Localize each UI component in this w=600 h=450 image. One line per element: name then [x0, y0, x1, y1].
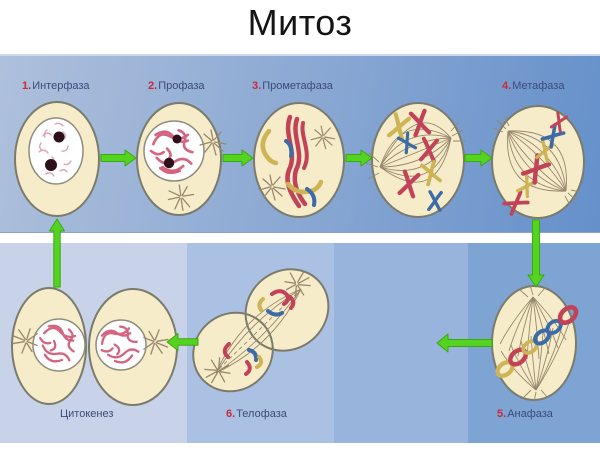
nucleolus — [163, 157, 175, 169]
nucleolus — [53, 131, 65, 143]
arrow-anaphase-to-telophase — [436, 333, 493, 353]
arrow-cytokinesis-to-interphase — [49, 218, 65, 288]
slide-title: Митоз — [247, 2, 353, 43]
nucleolus — [45, 159, 57, 171]
arrow-telophase-to-cytokinesis — [166, 333, 199, 351]
stage-label-telophase: 6.Телофаза — [226, 408, 287, 420]
nucleus — [28, 117, 84, 185]
chromatin-strands — [38, 122, 72, 177]
metaphase-cell-illustration — [491, 105, 585, 219]
cycle-arrows — [49, 149, 545, 353]
stage-label-prometaphase: 3.Прометафаза — [252, 80, 333, 92]
spindle-fibers — [499, 284, 572, 403]
arrow-metaphase-to-anaphase — [527, 219, 545, 288]
stage-label-prophase: 2.Профаза — [148, 80, 205, 92]
stage-label-cytokinesis: Цитокенез — [60, 408, 114, 420]
arrow-prophase-to-prometaphase — [222, 149, 254, 167]
arrow-spindle-to-metaphase — [464, 149, 493, 167]
arrow-prometaphase-to-spindle — [345, 149, 373, 167]
telophase-cell-illustration — [192, 267, 330, 393]
stage-label-anaphase: 5.Анафаза — [497, 408, 553, 420]
condensed-chromosomes — [260, 114, 324, 209]
cytokinesis-cells-illustration — [8, 287, 178, 406]
stage-label-interphase: 1.Интерфаза — [22, 80, 90, 92]
chromosome-clusters — [222, 289, 296, 376]
spindle-formation-cell-illustration — [365, 102, 465, 218]
prometaphase-cell-illustration — [253, 102, 345, 218]
interphase-cell-illustration — [14, 101, 100, 217]
arrow-interphase-to-prophase — [100, 149, 137, 167]
condensing-chromatin — [149, 128, 194, 175]
prophase-cell-illustration — [136, 102, 227, 216]
stage-label-metaphase: 4.Метафаза — [502, 80, 565, 92]
nucleolus — [172, 134, 182, 144]
anaphase-cell-illustration — [491, 284, 579, 403]
